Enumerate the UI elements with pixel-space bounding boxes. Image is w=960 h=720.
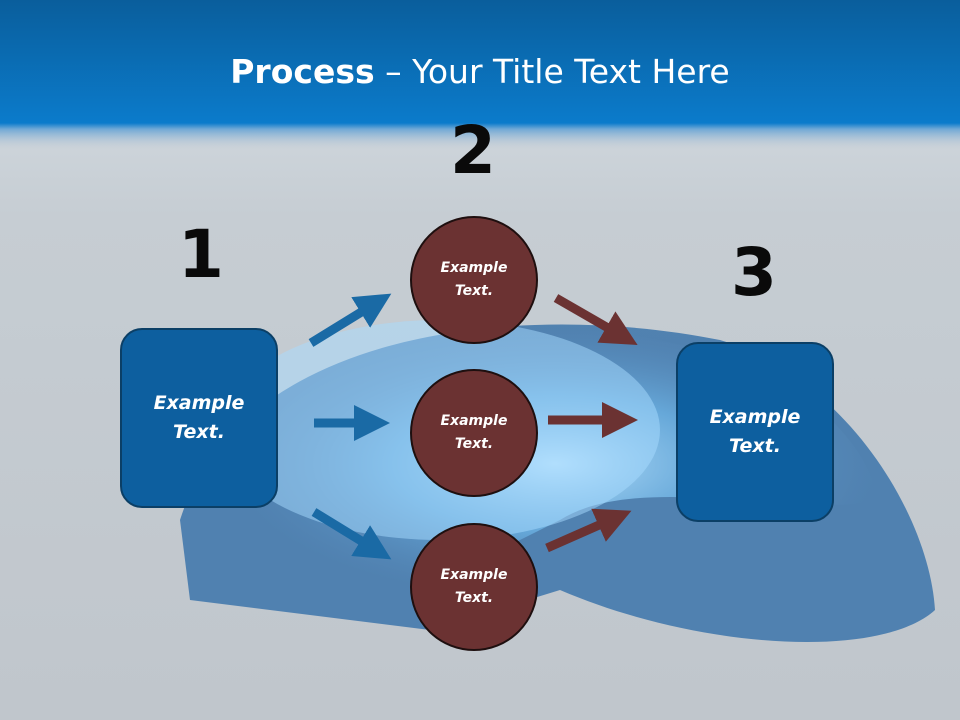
circle-top-label: Example Text. — [440, 260, 508, 299]
process-box-left: Example Text. — [120, 328, 278, 508]
process-circle-top: Example Text. — [410, 216, 538, 344]
process-circle-middle: Example Text. — [410, 369, 538, 497]
box-right-label: Example Text. — [709, 406, 801, 457]
box-left-label: Example Text. — [153, 392, 245, 443]
process-circle-bottom: Example Text. — [410, 523, 538, 651]
arrow-left-to-bottom — [311, 508, 392, 560]
arrow-bottom-to-right — [545, 508, 632, 553]
arrow-left-to-top — [308, 293, 392, 347]
step-number-3: 3 — [731, 234, 777, 311]
title-rest: – Your Title Text Here — [374, 52, 730, 91]
arrow-top-to-right — [553, 294, 638, 345]
circle-bottom-label: Example Text. — [440, 567, 508, 606]
step-number-1: 1 — [178, 216, 224, 293]
slide-title: Process – Your Title Text Here — [0, 52, 960, 91]
circle-middle-label: Example Text. — [440, 413, 508, 452]
title-bold: Process — [230, 52, 375, 91]
step-number-2: 2 — [450, 112, 496, 189]
process-box-right: Example Text. — [676, 342, 834, 522]
